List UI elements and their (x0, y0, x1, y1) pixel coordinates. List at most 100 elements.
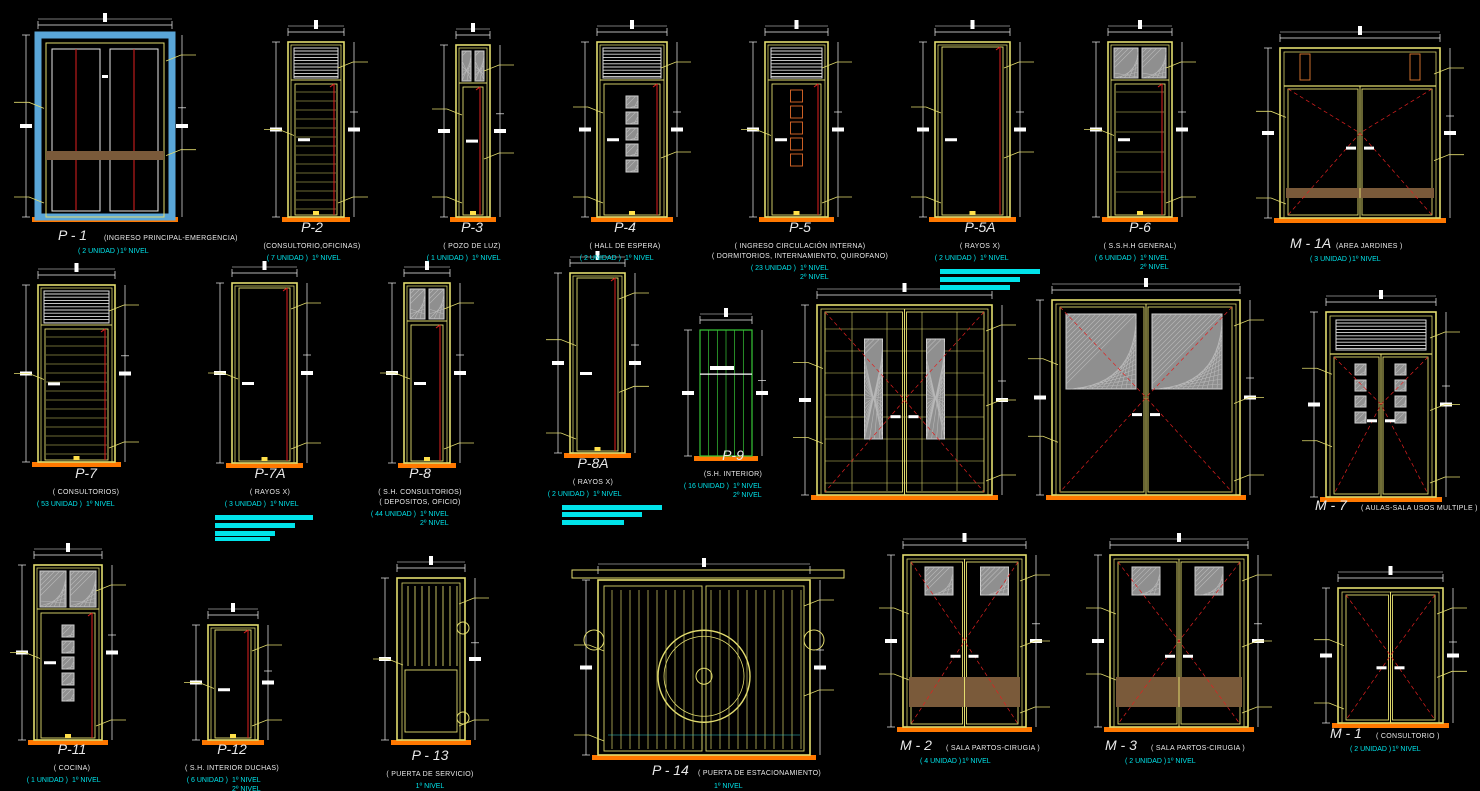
annotation-leader (1314, 639, 1345, 647)
glass-panel (1354, 411, 1367, 424)
floor-line (1320, 497, 1442, 502)
annotation-leader (251, 644, 282, 652)
swing-indicator (824, 311, 985, 493)
section-mark (301, 371, 313, 375)
annotation-leader (573, 196, 604, 204)
swing-indicator (1287, 88, 1433, 216)
swing-indicator (910, 561, 1019, 725)
door-leaf-right (966, 561, 1019, 725)
door-leaf-left (1117, 561, 1178, 725)
floor-stop (313, 211, 319, 215)
door-description: ( SALA PARTOS-CIRUGIA ) (946, 745, 1040, 752)
gate-center (695, 667, 713, 685)
schedule-bar (562, 512, 642, 517)
door-P-8A (546, 251, 649, 458)
annotation-leader (1429, 331, 1460, 339)
door-labels: P - 1(INGRESO PRINCIPAL-EMERGENCIA)( 2 U… (27, 219, 1478, 791)
glass-panel (1151, 313, 1223, 390)
annotation-leader (1233, 474, 1264, 482)
door-P-1 (14, 13, 196, 222)
annotation-leader (1028, 358, 1059, 366)
glass-panel (625, 111, 639, 125)
annotation-leader (879, 607, 910, 615)
door-handle (466, 139, 478, 143)
door-P-3 (432, 23, 514, 222)
annotation-leader (1233, 397, 1264, 404)
door-description: ( RAYOS X) (573, 479, 613, 486)
door-handle-left (1165, 654, 1175, 658)
cut-arrow (610, 277, 616, 282)
section-mark (579, 127, 591, 132)
door-level: 1º NIVEL (270, 501, 299, 508)
section-mark (917, 127, 929, 132)
gate-P-14 (571, 558, 845, 760)
door-handle (414, 382, 426, 385)
annotation-leader (290, 302, 321, 310)
floor-line (1274, 218, 1446, 223)
section-mark (494, 129, 506, 133)
door-description: ( HALL DE ESPERA) (590, 243, 661, 250)
glass-panel (1354, 379, 1367, 392)
louver-panel (1335, 319, 1427, 351)
door-frame-inner (458, 47, 488, 218)
floor-line (564, 453, 631, 458)
door-handle-left (1346, 146, 1356, 150)
glass-panel (625, 95, 639, 109)
floor-stop (969, 211, 976, 215)
annotation-leader (1241, 640, 1272, 648)
annotation-leader (1433, 154, 1464, 162)
annotation-leader (1019, 706, 1050, 714)
annotation-leader (573, 106, 604, 114)
annotation-leader (443, 442, 474, 450)
glass-panel (1394, 363, 1407, 376)
door-label-p-14: P - 14( PUERTA DE ESTACIONAMIENTO)1º NIV… (652, 762, 821, 790)
gate-lintel (571, 569, 845, 579)
door-leaf-right (1180, 561, 1241, 725)
floor-stop (594, 447, 601, 451)
door-level: 1º NIVEL (800, 265, 829, 272)
cut-arrow (282, 287, 288, 292)
annotation-leader (1084, 129, 1115, 136)
door-title: P-2 (301, 219, 323, 235)
door-P-5A (911, 20, 1034, 222)
annotation-leader (483, 64, 514, 72)
annotation-leader (1233, 319, 1264, 327)
section-mark (595, 251, 600, 260)
annotation-leader (1165, 196, 1196, 204)
section-mark (1447, 653, 1459, 658)
door-label-m-1: M - 1( CONSULTORIO )( 2 UNIDAD )1º NIVEL (1330, 725, 1439, 753)
door-units: ( 1 UNIDAD ) (427, 255, 468, 262)
glass-panel (61, 656, 75, 670)
door-P-7A (208, 261, 321, 468)
annotation-leader (184, 682, 215, 689)
annotation-leader (337, 196, 368, 204)
door-title: M - 2 (900, 737, 932, 753)
section-mark (20, 124, 32, 128)
floor-line (28, 740, 108, 745)
door-P-11 (10, 543, 126, 745)
door-M-4 (793, 283, 1016, 500)
door-P-5 (741, 20, 852, 222)
door-P-7 (14, 263, 139, 467)
door-label-p-2: P-2(CONSULTORIO,OFICINAS)( 7 UNIDAD )1º … (264, 219, 361, 262)
section-mark (106, 650, 118, 655)
door-label-p-12: P-12( S.H. INTERIOR DUCHAS)( 6 UNIDAD )1… (185, 741, 279, 791)
handle (102, 75, 108, 78)
door-title: P-8 (409, 465, 431, 481)
annotation-leader (1436, 607, 1467, 615)
gate-circle (657, 629, 751, 723)
section-mark (262, 261, 267, 270)
door-level: 1º NIVEL (1352, 256, 1381, 263)
door-handle-left (1132, 413, 1142, 417)
glass-panel (625, 127, 639, 141)
door-level: 1º NIVEL (312, 255, 341, 262)
annotation-leader (208, 372, 239, 380)
door-title: P-3 (461, 219, 483, 235)
door-level: 1º NIVEL (472, 255, 501, 262)
schedule-bar (215, 523, 295, 528)
gate-circle-inner (663, 635, 745, 717)
floor-stop (629, 211, 635, 215)
section-mark (1014, 127, 1026, 132)
annotation-leader (660, 151, 691, 159)
section-mark (119, 371, 131, 376)
